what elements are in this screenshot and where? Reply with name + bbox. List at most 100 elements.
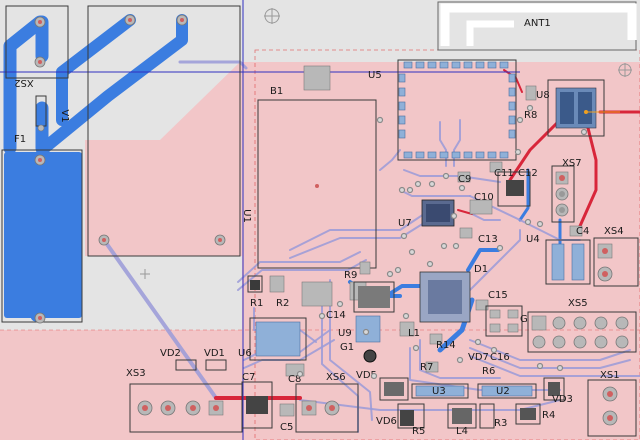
footprint-u4[interactable]: U4 [526, 234, 591, 285]
footprint-d1[interactable]: D1 [419, 264, 488, 323]
label-u2: U2 [496, 386, 510, 397]
footprint-u7[interactable]: U7 [398, 199, 455, 229]
label-xs2: XS2 [14, 77, 34, 88]
footprint-u6[interactable]: U6 [238, 317, 307, 361]
label-c5: C5 [280, 422, 293, 433]
footprint-b1[interactable]: B1 [257, 65, 377, 307]
footprint-xs6[interactable]: XS6 [295, 372, 359, 433]
footprint-c15[interactable]: C15 [475, 290, 508, 311]
footprint-xs7[interactable]: XS7 [551, 158, 582, 223]
label-c14: C14 [326, 310, 346, 321]
label-r7: R7 [420, 362, 433, 373]
footprint-v1[interactable]: V1 [35, 95, 70, 132]
label-xs4: XS4 [604, 226, 624, 237]
label-u1: U1 [241, 209, 252, 223]
footprint-vd1[interactable]: VD1 [204, 348, 227, 371]
footprint-u9[interactable]: U9 [338, 281, 395, 343]
label-c12: C12 [518, 168, 538, 179]
footprint-vd2[interactable]: VD2 [160, 348, 197, 371]
footprint-xs3[interactable]: XS3 [126, 368, 243, 433]
footprint-c5[interactable]: C5 [279, 403, 295, 433]
footprint-vd6[interactable]: VD6 [376, 377, 425, 429]
label-r2: R2 [276, 298, 289, 309]
footprint-r2[interactable]: R2 [269, 275, 289, 309]
footprint-r3[interactable]: R3 [479, 403, 507, 429]
label-u5: U5 [368, 70, 382, 81]
footprint-l4[interactable]: L4 [447, 403, 477, 437]
footprint-c11[interactable]: C11 [489, 161, 514, 179]
label-ant1: ANT1 [524, 18, 551, 29]
footprint-xs1[interactable]: XS1 [587, 370, 637, 437]
footprint-vd5[interactable]: VD5 [356, 370, 377, 381]
footprint-r6[interactable]: R6 [482, 366, 495, 377]
label-u6: U6 [238, 348, 252, 359]
footprint-c7[interactable]: C7 [241, 372, 273, 429]
footprint-g[interactable]: G [485, 305, 528, 337]
label-xs1: XS1 [600, 370, 620, 381]
label-b1: B1 [270, 86, 283, 97]
label-vd7: VD7 [468, 352, 489, 363]
crosshair-cursor [0, 0, 520, 440]
label-c15: C15 [488, 290, 508, 301]
footprint-r4[interactable]: R4 [515, 403, 555, 425]
label-r9: R9 [344, 270, 357, 281]
footprint-l1[interactable]: L1 [399, 321, 420, 339]
label-g: G [520, 314, 528, 325]
footprint-fuse-holder[interactable] [1, 5, 83, 324]
footprint-xs5[interactable]: XS5 [527, 298, 637, 353]
footprint-u1[interactable]: U1 [87, 5, 252, 257]
label-r1: R1 [250, 298, 263, 309]
label-c9: C9 [458, 174, 471, 185]
label-vd1: VD1 [204, 348, 225, 359]
label-vd6: VD6 [376, 416, 397, 427]
label-c4: C4 [576, 226, 589, 237]
footprint-vd7[interactable]: VD7 [468, 352, 489, 363]
footprint-c13[interactable]: C13 [459, 227, 498, 245]
footprint-c16[interactable]: C16 [490, 352, 510, 363]
footprint-vd3[interactable]: VD3 [543, 377, 573, 405]
footprint-u5[interactable]: U5 [368, 59, 517, 161]
footprint-c10[interactable]: C10 [469, 192, 494, 215]
footprint-g1[interactable]: G1 [340, 342, 377, 363]
antenna-ant1[interactable]: ANT1 [437, 1, 637, 51]
label-l1: L1 [408, 328, 420, 339]
footprint-r14[interactable]: R14 [429, 333, 456, 351]
label-xs3: XS3 [126, 368, 146, 379]
label-r14: R14 [436, 340, 456, 351]
footprint-xs2[interactable]: XS2 [14, 77, 34, 88]
footprint-c9[interactable]: C9 [457, 171, 471, 185]
label-xs5: XS5 [568, 298, 588, 309]
mounting-hole [140, 8, 632, 279]
label-u9: U9 [338, 328, 352, 339]
label-u7: U7 [398, 218, 412, 229]
footprint-r8[interactable]: R8 [524, 85, 537, 121]
footprint-f1[interactable]: F1 [14, 134, 26, 145]
label-vd2: VD2 [160, 348, 181, 359]
footprint-u3[interactable]: U3 [411, 383, 469, 399]
footprint-r5[interactable]: R5 [400, 410, 425, 437]
label-c13: C13 [478, 234, 498, 245]
label-vd5: VD5 [356, 370, 377, 381]
footprint-c12[interactable]: C12 [497, 168, 538, 207]
label-l4: L4 [456, 426, 468, 437]
label-vd3: VD3 [552, 394, 573, 405]
footprint-u2[interactable]: U2 [477, 383, 537, 399]
footprint-u8[interactable]: U8 [536, 79, 620, 137]
label-r4: R4 [542, 410, 555, 421]
label-xs7: XS7 [562, 158, 582, 169]
label-u4: U4 [526, 234, 540, 245]
footprint-xs4[interactable]: XS4 [593, 226, 639, 287]
label-c8: C8 [288, 374, 301, 385]
label-c11: C11 [494, 168, 514, 179]
vias [296, 104, 588, 380]
footprint-c4[interactable]: C4 [569, 225, 589, 237]
label-f1: F1 [14, 134, 26, 145]
footprint-r1[interactable]: R1 [247, 275, 263, 309]
bottom-layer-traces [3, 14, 562, 353]
label-xs6: XS6 [326, 372, 346, 383]
footprint-r9[interactable]: R9 [344, 261, 371, 281]
footprint-r7[interactable]: R7 [420, 361, 439, 373]
label-u8: U8 [536, 90, 550, 101]
